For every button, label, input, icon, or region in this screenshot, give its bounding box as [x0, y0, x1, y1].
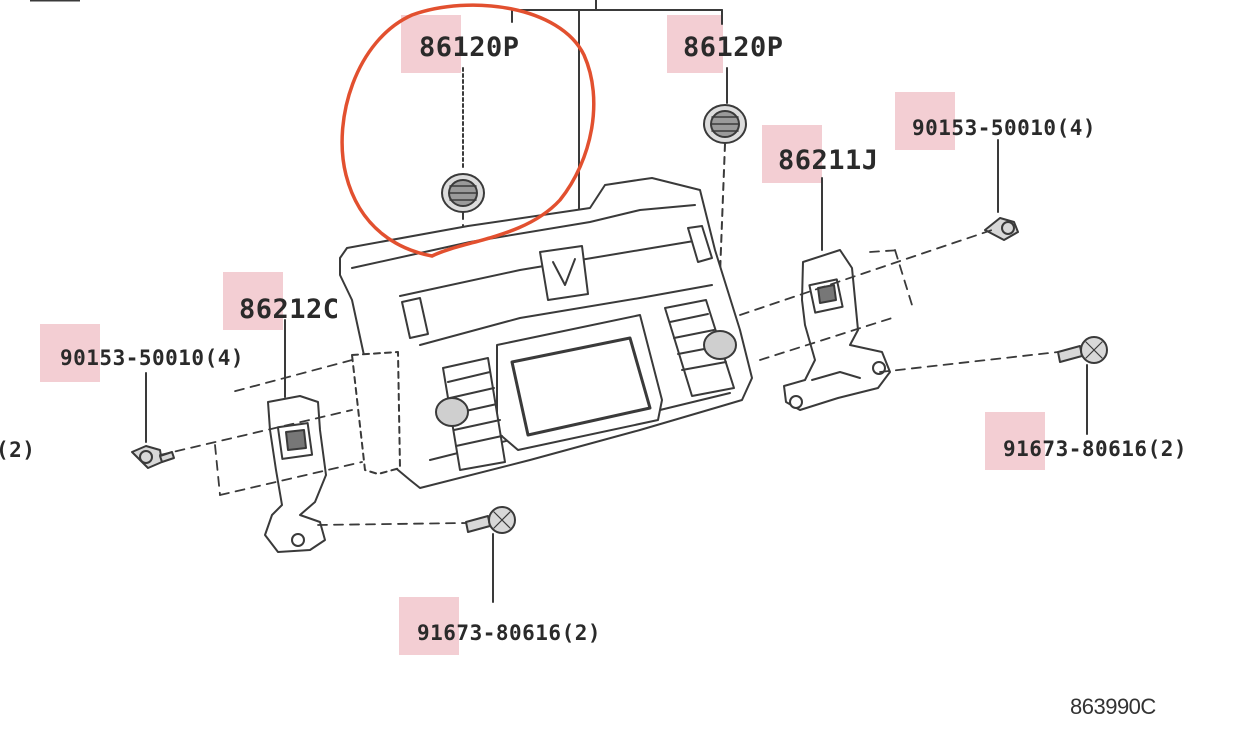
highlight-bracket-right [762, 125, 822, 183]
screw-left [131, 445, 175, 469]
callout-bolt-right: 91673-80616(2) [1003, 437, 1188, 461]
callout-cut-left: (2) [0, 438, 36, 462]
diagram-code: 863990C [1070, 694, 1156, 719]
bracket-right [783, 249, 891, 411]
bolt-right [1057, 336, 1108, 364]
knob-left [441, 173, 485, 213]
bracket-left [264, 395, 327, 553]
bolt-bottom [465, 506, 516, 534]
callout-screw-left: 90153-50010(4) [60, 346, 245, 370]
callout-knob-right: 86120P [683, 32, 784, 63]
highlight-screw-left [40, 324, 100, 382]
screw-top-right [984, 217, 1019, 241]
annotation-circle [340, 3, 596, 258]
callout-knob-left: 86120P [419, 32, 520, 63]
assembly-dashed-lines [159, 229, 1059, 526]
highlight-bolt-right [985, 412, 1045, 470]
highlight-knob-left [401, 15, 461, 73]
callout-screw-top-right: 90153-50010(4) [912, 116, 1097, 140]
highlight-bolt-bottom [399, 597, 459, 655]
highlight-bracket-left [223, 272, 283, 330]
highlight-screw-top-right [895, 92, 955, 150]
knob-right [703, 104, 747, 144]
highlight-knob-right [667, 15, 723, 73]
callout-bolt-bottom: 91673-80616(2) [417, 621, 602, 645]
callout-bracket-right: 86211J [778, 145, 879, 176]
center-panel [339, 177, 753, 489]
callout-bracket-left: 86212C [239, 294, 340, 325]
